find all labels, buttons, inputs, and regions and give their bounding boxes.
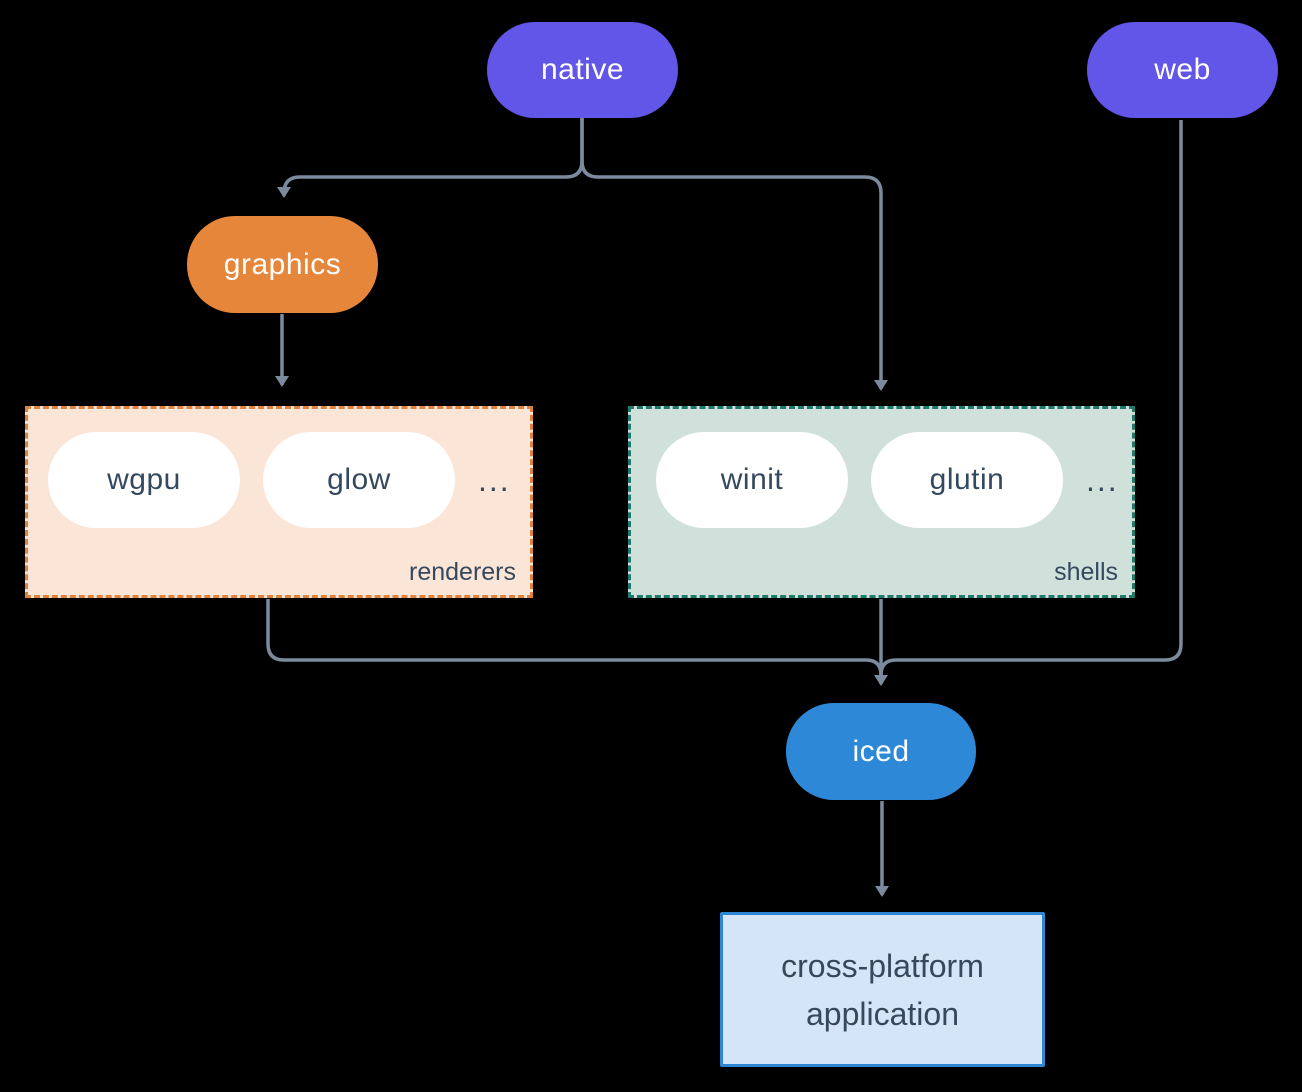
node-winit-label: winit [720,463,784,496]
group-shells: winit glutin ... shells [628,406,1135,598]
application-label-line-2: application [806,995,959,1032]
node-web: web [1087,22,1278,118]
edge-native-graphics [277,118,584,198]
node-native: native [487,22,678,118]
node-graphics: graphics [187,216,378,313]
node-wgpu: wgpu [48,432,240,528]
node-glutin: glutin [871,432,1063,528]
node-glow: glow [263,432,455,528]
node-web-label: web [1154,53,1211,86]
node-glutin-label: glutin [929,463,1005,496]
node-iced: iced [786,703,976,800]
edge-native-shells [580,118,888,391]
node-wgpu-label: wgpu [107,463,181,496]
renderers-group-label: renderers [409,558,516,586]
group-renderers: wgpu glow ... renderers [25,406,533,598]
node-cross-platform-application: cross-platform application [720,912,1045,1067]
node-winit: winit [656,432,848,528]
node-native-label: native [540,53,625,86]
node-graphics-label: graphics [223,247,342,281]
shells-ellipsis: ... [1086,461,1119,498]
renderers-ellipsis: ... [478,461,511,498]
shells-group-label: shells [1054,558,1118,586]
node-glow-label: glow [327,463,391,496]
edge-renderers-iced [266,599,883,676]
application-label-line-1: cross-platform [781,947,984,984]
node-iced-label: iced [852,734,910,768]
